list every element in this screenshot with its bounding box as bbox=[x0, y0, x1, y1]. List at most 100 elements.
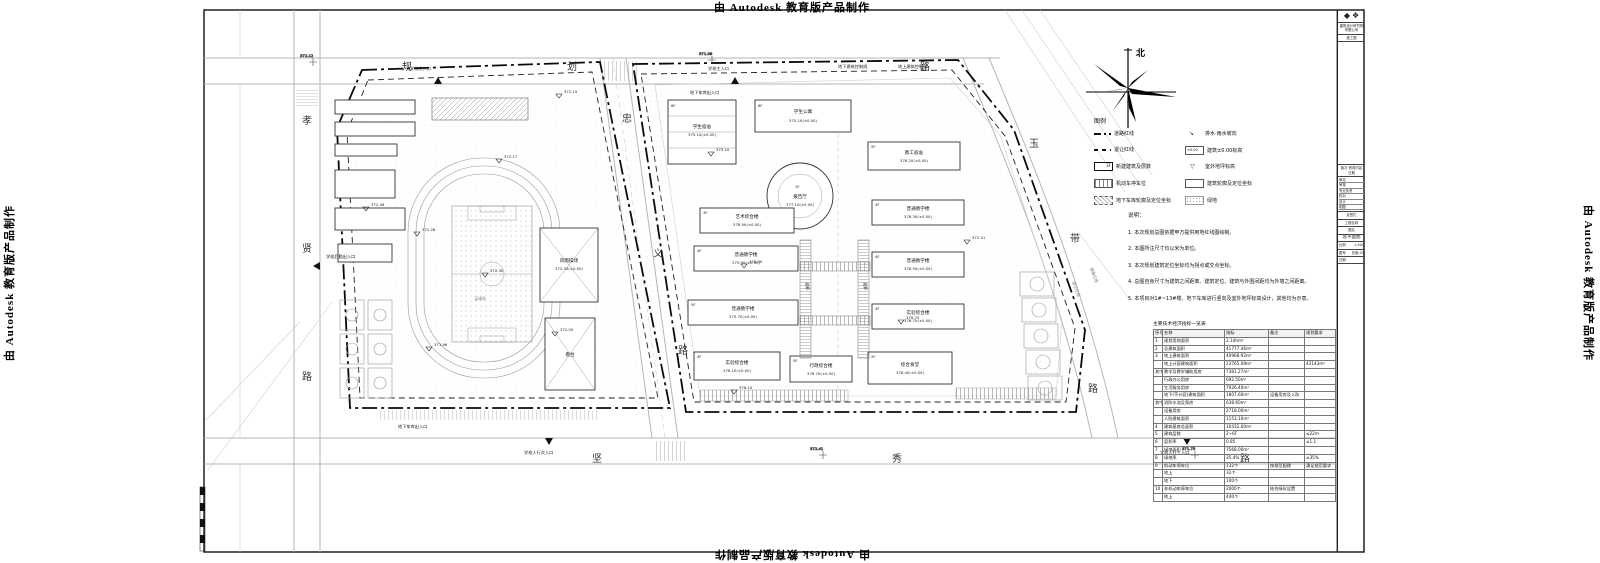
table-cell: 8 bbox=[1153, 453, 1163, 463]
table-cell bbox=[1153, 360, 1163, 369]
table-cell: 其中 bbox=[1153, 367, 1163, 377]
partner-logo-icon: ❖ bbox=[1351, 11, 1360, 20]
redline-label: 道路红线 bbox=[1089, 266, 1100, 283]
table-header-cell: 指标 bbox=[1224, 329, 1269, 338]
role-label: 专业负责人 bbox=[1339, 188, 1352, 193]
legend-item: 新建建筑及层数 bbox=[1094, 162, 1171, 171]
building-elevation: 376.20(±0.00) bbox=[900, 158, 928, 163]
table-cell: 地下 bbox=[1162, 477, 1225, 486]
legend-item-label: 道路红线 bbox=[1114, 131, 1135, 137]
title-block-spacer bbox=[1338, 42, 1365, 166]
signature-rows: 审定审核专业负责人校对设计制图 bbox=[1338, 177, 1365, 213]
floor-count: 4F bbox=[697, 248, 702, 253]
building-label: 艺术综合楼 bbox=[736, 213, 759, 220]
building-label: 实验综合楼 bbox=[907, 309, 930, 316]
entrance-label: 学校人行次入口 bbox=[524, 449, 553, 456]
north-label: 北 bbox=[1136, 47, 1145, 59]
legend-item: 建筑±0.00标高 bbox=[1185, 146, 1252, 155]
notes-title: 说明： bbox=[1128, 213, 1145, 219]
floor-count: 5F bbox=[871, 144, 876, 149]
table-cell bbox=[1268, 360, 1305, 369]
road-name-char: 秀 bbox=[892, 453, 902, 465]
building-student-apartment: 6F 学生公寓 375.10(±0.00) bbox=[754, 99, 852, 133]
building-label: 风雨操场 bbox=[560, 257, 579, 264]
table-cell bbox=[1153, 383, 1163, 393]
football-field-label: 足球场 bbox=[474, 296, 486, 301]
legend-item: 地下车库轮廓及定位坐标 bbox=[1094, 196, 1171, 205]
drawing-no-label: 图号 bbox=[1339, 250, 1346, 255]
table-cell: 43143m² bbox=[1304, 360, 1336, 369]
table-cell: ≥35% bbox=[1304, 453, 1336, 463]
spot-elevation: 372.41 bbox=[972, 235, 986, 240]
table-cell bbox=[1304, 336, 1336, 346]
table-cell: 6 bbox=[1153, 438, 1163, 447]
building-student-dorm: 6F 学生宿舍 375.10(±0.00) bbox=[667, 99, 737, 165]
table-cell bbox=[1268, 414, 1305, 424]
floor-count: 6F bbox=[671, 103, 676, 108]
road-name-char: 孝 bbox=[302, 115, 312, 127]
table-cell: 638.60m² bbox=[1224, 399, 1269, 408]
floor-count: 4F bbox=[875, 306, 880, 311]
sports-ground: 风雨操场 372.30(±0.00) 看台 足球场 bbox=[334, 86, 662, 420]
legend-title: 图例 bbox=[1094, 118, 1107, 125]
building-elevation: 376.90(±0.00) bbox=[733, 222, 761, 227]
table-cell bbox=[1268, 445, 1305, 455]
table-cell: 692.50m² bbox=[1224, 375, 1269, 385]
table-cell bbox=[1304, 383, 1336, 393]
road-name-char: 划 bbox=[567, 60, 577, 73]
watermark-right: 由 Autodesk 教育版产品制作 bbox=[1582, 204, 1594, 362]
table-header-cell: 规划要求 bbox=[1304, 329, 1336, 338]
table-row: 其中教学及教学辅助用房7381.27m² bbox=[1153, 367, 1336, 377]
table-cell: 机动车停车位 bbox=[1162, 461, 1225, 471]
watermark-bottom: 由 Autodesk 教育版产品制作 bbox=[713, 548, 871, 560]
table-cell: 设备用房及人防 bbox=[1268, 391, 1305, 401]
table-cell bbox=[1268, 352, 1305, 362]
building-elevation: 372.30(±0.00) bbox=[555, 266, 583, 271]
table-cell bbox=[1268, 492, 1305, 502]
garage-entry-label: 地下车库出入口 bbox=[398, 423, 427, 430]
floor-count: 1F bbox=[795, 184, 800, 189]
building-label: 普通教学楼 bbox=[907, 205, 930, 212]
soccer-field bbox=[451, 205, 533, 343]
floor-count: 6F bbox=[758, 103, 763, 108]
scale-value: 1:500 bbox=[1354, 243, 1364, 248]
table-cell: 绿地面积 bbox=[1162, 445, 1225, 455]
building-teaching-3: 4F 普通教学楼 376.30(±0.00) bbox=[871, 199, 965, 226]
table-cell: 人防建筑面积 bbox=[1162, 414, 1225, 424]
building-lab-complex-1: 4F 实验综合楼 376.10(±0.00) bbox=[693, 351, 781, 381]
table-cell: 40968.92m² bbox=[1224, 352, 1269, 362]
cross-elevation: 371.98 bbox=[699, 51, 713, 56]
garage-entry-label: 地下车库出入口 bbox=[690, 89, 719, 96]
road-name-char: 义 bbox=[653, 248, 663, 260]
table-cell: 0.85 bbox=[1224, 438, 1269, 447]
stand-label: 看台 bbox=[565, 351, 575, 358]
legend-item: 机动车停车位 bbox=[1094, 179, 1171, 188]
table-cell: 非机动车停车位 bbox=[1162, 484, 1225, 494]
table-cell bbox=[1268, 375, 1305, 385]
table-cell bbox=[1153, 469, 1163, 479]
floor-count: 2F bbox=[871, 354, 876, 359]
table-header-cell: 名称 bbox=[1162, 329, 1225, 338]
spot-elevation: 372.15 bbox=[564, 89, 578, 94]
elevation-markers: 372.30 372.17 372.28 372.46 372.05 371.9… bbox=[362, 89, 986, 395]
building-elevation: 375.10(±0.00) bbox=[789, 118, 817, 123]
design-stage: 施工图 bbox=[1338, 35, 1365, 43]
role-signature-cell bbox=[1352, 205, 1365, 209]
table-cell bbox=[1304, 406, 1336, 416]
building-label: 报告厅 bbox=[793, 193, 807, 200]
drawing-no-value: 总施-01 bbox=[1351, 250, 1364, 255]
table-cell: 10432.00m² bbox=[1224, 422, 1269, 432]
spot-elevation: 372.46 bbox=[371, 202, 385, 207]
table-header-cell: 备注 bbox=[1268, 329, 1305, 338]
legend-left-column: 道路红线退让红线新建建筑及层数机动车停车位地下车库轮廓及定位坐标 bbox=[1094, 130, 1171, 205]
table-cell bbox=[1304, 484, 1336, 494]
table-cell bbox=[1153, 414, 1163, 424]
floor-count: 5F bbox=[691, 302, 696, 307]
table-cell: 教学及教学辅助用房 bbox=[1162, 367, 1225, 377]
building-elevation: 375.70(±0.00) bbox=[729, 314, 757, 319]
